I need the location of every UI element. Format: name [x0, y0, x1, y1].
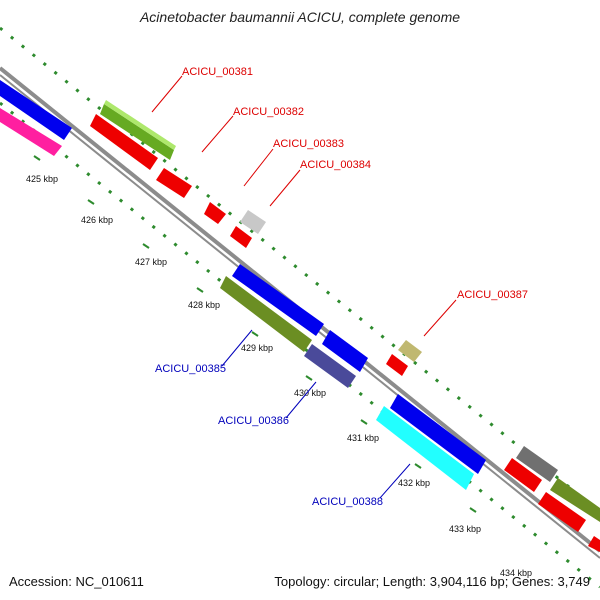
tick-mark: [87, 199, 95, 205]
gene-00383-bar[interactable]: [204, 202, 226, 224]
tick-mark: [142, 243, 150, 249]
axis-ticks: [33, 155, 477, 513]
tick-label: 427 kbp: [135, 257, 167, 267]
leader-line: [201, 115, 234, 153]
tick-label: 426 kbp: [81, 215, 113, 225]
gene-olive-bar[interactable]: [550, 478, 600, 522]
gene-label-00385[interactable]: ACICU_00385: [155, 363, 226, 375]
tick-mark: [251, 331, 259, 337]
tick-label: 425 kbp: [26, 174, 58, 184]
tick-label: 434 kbp: [500, 568, 532, 578]
leader-line: [379, 463, 411, 499]
gene-red-bar-c[interactable]: [588, 536, 600, 552]
inner-dotted-guide: [0, 101, 600, 589]
forward-gene-labels: ACICU_00381 ACICU_00382 ACICU_00383 ACIC…: [151, 66, 528, 337]
gene-grey-bar[interactable]: [516, 446, 558, 482]
leader-line: [221, 329, 253, 367]
tick-label: 428 kbp: [188, 300, 220, 310]
gene-red-bar-b[interactable]: [538, 492, 586, 532]
gene-00387b-bar[interactable]: [386, 354, 408, 376]
gene-magenta-left-bar[interactable]: [0, 108, 62, 156]
gene-label-00387[interactable]: ACICU_00387: [457, 289, 528, 301]
gene-00384b-bar[interactable]: [230, 226, 252, 248]
gene-00387-bar[interactable]: [398, 340, 422, 362]
tick-label: 433 kbp: [449, 524, 481, 534]
tick-label: 432 kbp: [398, 478, 430, 488]
tick-labels: 425 kbp 426 kbp 427 kbp 428 kbp 429 kbp …: [26, 174, 532, 578]
gene-olive-00385-bar[interactable]: [220, 276, 312, 352]
tick-label: 430 kbp: [294, 388, 326, 398]
tick-mark: [469, 507, 477, 513]
accession-text: Accession: NC_010611: [9, 574, 144, 589]
tick-mark: [360, 419, 368, 425]
tick-label: 431 kbp: [347, 433, 379, 443]
gene-red-bar-a[interactable]: [504, 458, 542, 492]
gene-blue-00388-bar[interactable]: [390, 394, 486, 474]
gene-blue-left-bar[interactable]: [0, 80, 72, 140]
tick-mark: [196, 287, 204, 293]
gene-label-00382[interactable]: ACICU_00382: [233, 106, 304, 118]
gene-label-00386[interactable]: ACICU_00386: [218, 415, 289, 427]
gene-00382-bar[interactable]: [90, 114, 158, 170]
forward-features: [90, 100, 600, 552]
map-title: Acinetobacter baumannii ACICU, complete …: [139, 9, 461, 25]
genome-summary-text: Topology: circular; Length: 3,904,116 bp…: [274, 574, 590, 589]
outer-dotted-guide: [0, 26, 600, 514]
reverse-gene-labels: ACICU_00385 ACICU_00386 ACICU_00388: [155, 329, 411, 508]
leader-line: [285, 381, 317, 419]
gene-cyan-00388-bar[interactable]: [376, 406, 474, 490]
gene-00382b-bar[interactable]: [156, 168, 192, 198]
gene-blue-00385b-bar[interactable]: [322, 330, 368, 372]
gene-label-00384[interactable]: ACICU_00384: [300, 159, 371, 171]
tick-mark: [305, 375, 313, 381]
leader-line: [269, 169, 301, 207]
leader-line: [243, 148, 274, 187]
gene-navy-00386-bar[interactable]: [304, 344, 356, 388]
leader-line: [151, 75, 183, 113]
gene-blue-00385-bar[interactable]: [232, 264, 324, 336]
tick-mark: [414, 463, 422, 469]
gene-00384-bar[interactable]: [240, 210, 266, 234]
gene-00381-bar[interactable]: [100, 104, 174, 160]
leader-line: [423, 299, 457, 337]
gene-label-00383[interactable]: ACICU_00383: [273, 138, 344, 150]
gene-00381-highlight: [104, 100, 176, 150]
reverse-features: [0, 80, 486, 490]
gene-label-00388[interactable]: ACICU_00388: [312, 496, 383, 508]
tick-label: 429 kbp: [241, 343, 273, 353]
gene-label-00381[interactable]: ACICU_00381: [182, 66, 253, 78]
tick-mark: [33, 155, 41, 161]
